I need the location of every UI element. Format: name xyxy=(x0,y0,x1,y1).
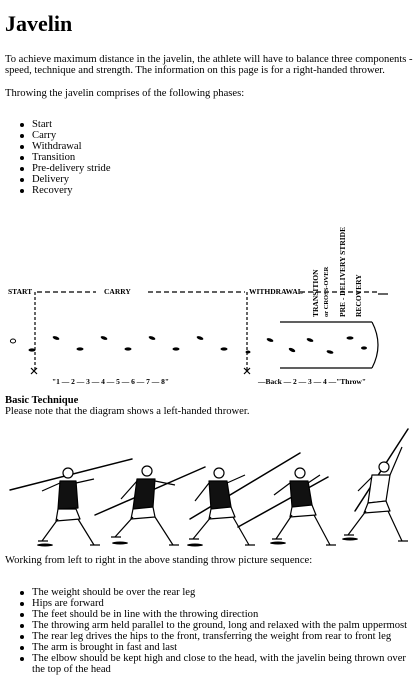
label-withdrawal: WITHDRAWAL xyxy=(249,287,303,296)
technique-tips-list: The weight should be over the rear leg H… xyxy=(5,587,415,675)
label-carry: CARRY xyxy=(104,287,131,296)
phase-item: Recovery xyxy=(5,185,111,196)
tip-item: The throwing arm held parallel to the gr… xyxy=(5,620,415,631)
tip-item: The rear leg drives the hips to the fron… xyxy=(5,631,415,642)
phases-list: Start Carry Withdrawal Transition Pre-de… xyxy=(5,119,111,196)
tip-item: The weight should be over the rear leg xyxy=(5,587,415,598)
throw-sequence-illustration xyxy=(9,428,409,547)
phase-item: Delivery xyxy=(5,174,111,185)
phases-diagram: START CARRY WITHDRAWAL TRANSITION or CRO… xyxy=(8,227,388,386)
label-recovery: RECOVERY xyxy=(354,274,363,317)
phase-item: Withdrawal xyxy=(5,141,111,152)
tip-item: Hips are forward xyxy=(5,598,415,609)
tip-item: The feet should be in line with the thro… xyxy=(5,609,415,620)
basic-technique-note: Please note that the diagram shows a lef… xyxy=(5,406,250,417)
phase-item: Pre-delivery stride xyxy=(5,163,111,174)
phase-item: Transition xyxy=(5,152,111,163)
phases-intro: Throwing the javelin comprises of the fo… xyxy=(5,88,245,99)
steps-numbering: "1 — 2 — 3 — 4 — 5 — 6 — 7 — 8" xyxy=(52,377,169,386)
page-title: Javelin xyxy=(5,11,73,36)
intro-paragraph: To achieve maximum distance in the javel… xyxy=(5,54,413,76)
tip-item: The arm is brought in fast and last xyxy=(5,642,415,653)
label-transition: TRANSITION xyxy=(311,269,320,317)
tip-item: The elbow should be kept high and close … xyxy=(5,653,415,675)
phase-item: Start xyxy=(5,119,111,130)
label-predelivery: PRE - DELIVERY STRIDE xyxy=(338,227,347,317)
back-steps-numbering: —Back — 2 — 3 — 4 —"Throw" xyxy=(257,377,366,386)
basic-technique-heading: Basic Technique xyxy=(5,395,79,406)
label-start: START xyxy=(8,287,32,296)
sequence-intro: Working from left to right in the above … xyxy=(5,555,313,566)
phase-item: Carry xyxy=(5,130,111,141)
